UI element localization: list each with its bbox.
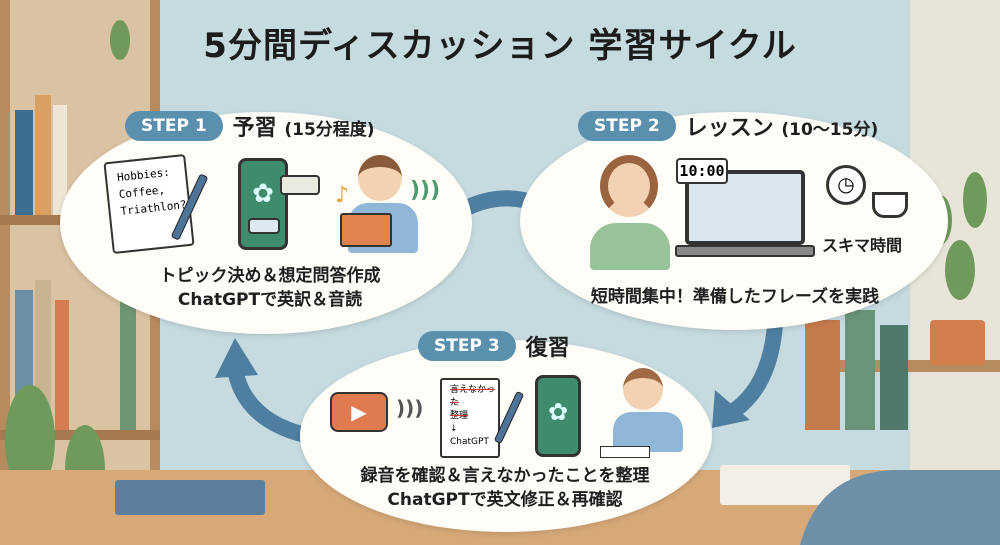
step2-duration: (10〜15分) — [781, 120, 879, 140]
arrow-step2-to-step3 — [730, 324, 783, 417]
chair — [800, 470, 1000, 545]
notepad-icon: Hobbies:Coffee,Triathlon? — [103, 153, 195, 255]
review-notepad-icon: 言えなかった整理 ↓ ChatGPT — [440, 378, 500, 458]
step1-duration: (15分程度) — [284, 120, 375, 140]
step2-side-label: スキマ時間 — [822, 236, 903, 255]
step3-caption-line: ChatGPTで英文修正＆再確認 — [387, 490, 623, 510]
chat-bubble-icon — [248, 218, 280, 234]
note-line: 言えなかった — [450, 385, 496, 408]
step3-title: 復習 — [525, 336, 570, 361]
step1-caption: トピック決め＆想定問答作成 ChatGPTで英訳＆音読 — [110, 264, 430, 312]
chat-bubble-icon — [280, 175, 320, 195]
note-line: 整理 — [450, 411, 469, 421]
music-note-icon: ♪ — [335, 183, 350, 208]
step3-badge: STEP 3 — [418, 331, 516, 361]
step1-header: STEP 1 予習 (15分程度) — [125, 110, 375, 142]
coffee-cup-icon — [872, 192, 908, 218]
note-line: ↓ — [450, 424, 458, 434]
clock-icon: ◷ — [826, 165, 866, 205]
step2-badge: STEP 2 — [578, 111, 676, 141]
notebook — [115, 480, 265, 515]
sound-waves-icon: ))) — [410, 178, 441, 203]
step1-title: 予習 — [232, 116, 277, 141]
smartphone-chatgpt-icon: ✿ — [535, 375, 581, 457]
step3-caption: 録音を確認＆言えなかったことを整理 ChatGPTで英文修正＆再確認 — [330, 464, 680, 512]
step3-header: STEP 3 復習 — [418, 330, 570, 362]
boy-reading-aloud-icon — [340, 155, 418, 255]
timer-display: 10:00 — [676, 158, 728, 184]
step1-caption-line: トピック決め＆想定問答作成 — [159, 266, 381, 286]
page-title: 5分間ディスカッション 学習サイクル — [203, 26, 797, 66]
woman-headset-icon — [590, 155, 670, 270]
step2-header: STEP 2 レッスン (10〜15分) — [578, 110, 878, 142]
note-line: ChatGPT — [450, 437, 489, 447]
play-recording-icon: ▶ — [330, 392, 388, 432]
girl-writing-icon — [600, 368, 685, 458]
arrow-step3-to-step1 — [227, 368, 308, 443]
laptop-base — [675, 245, 815, 257]
step3-caption-line: 録音を確認＆言えなかったことを整理 — [360, 466, 650, 486]
sound-waves-icon: ))) — [396, 396, 424, 420]
step1-badge: STEP 1 — [125, 111, 223, 141]
smartphone-chatgpt-icon: ✿ — [238, 158, 288, 250]
step1-caption-line: ChatGPTで英訳＆音読 — [177, 290, 363, 310]
step2-title: レッスン — [685, 116, 774, 141]
step2-caption-line: 短時間集中！準備したフレーズを実践 — [590, 287, 880, 307]
step2-caption: 短時間集中！準備したフレーズを実践 — [560, 285, 910, 309]
